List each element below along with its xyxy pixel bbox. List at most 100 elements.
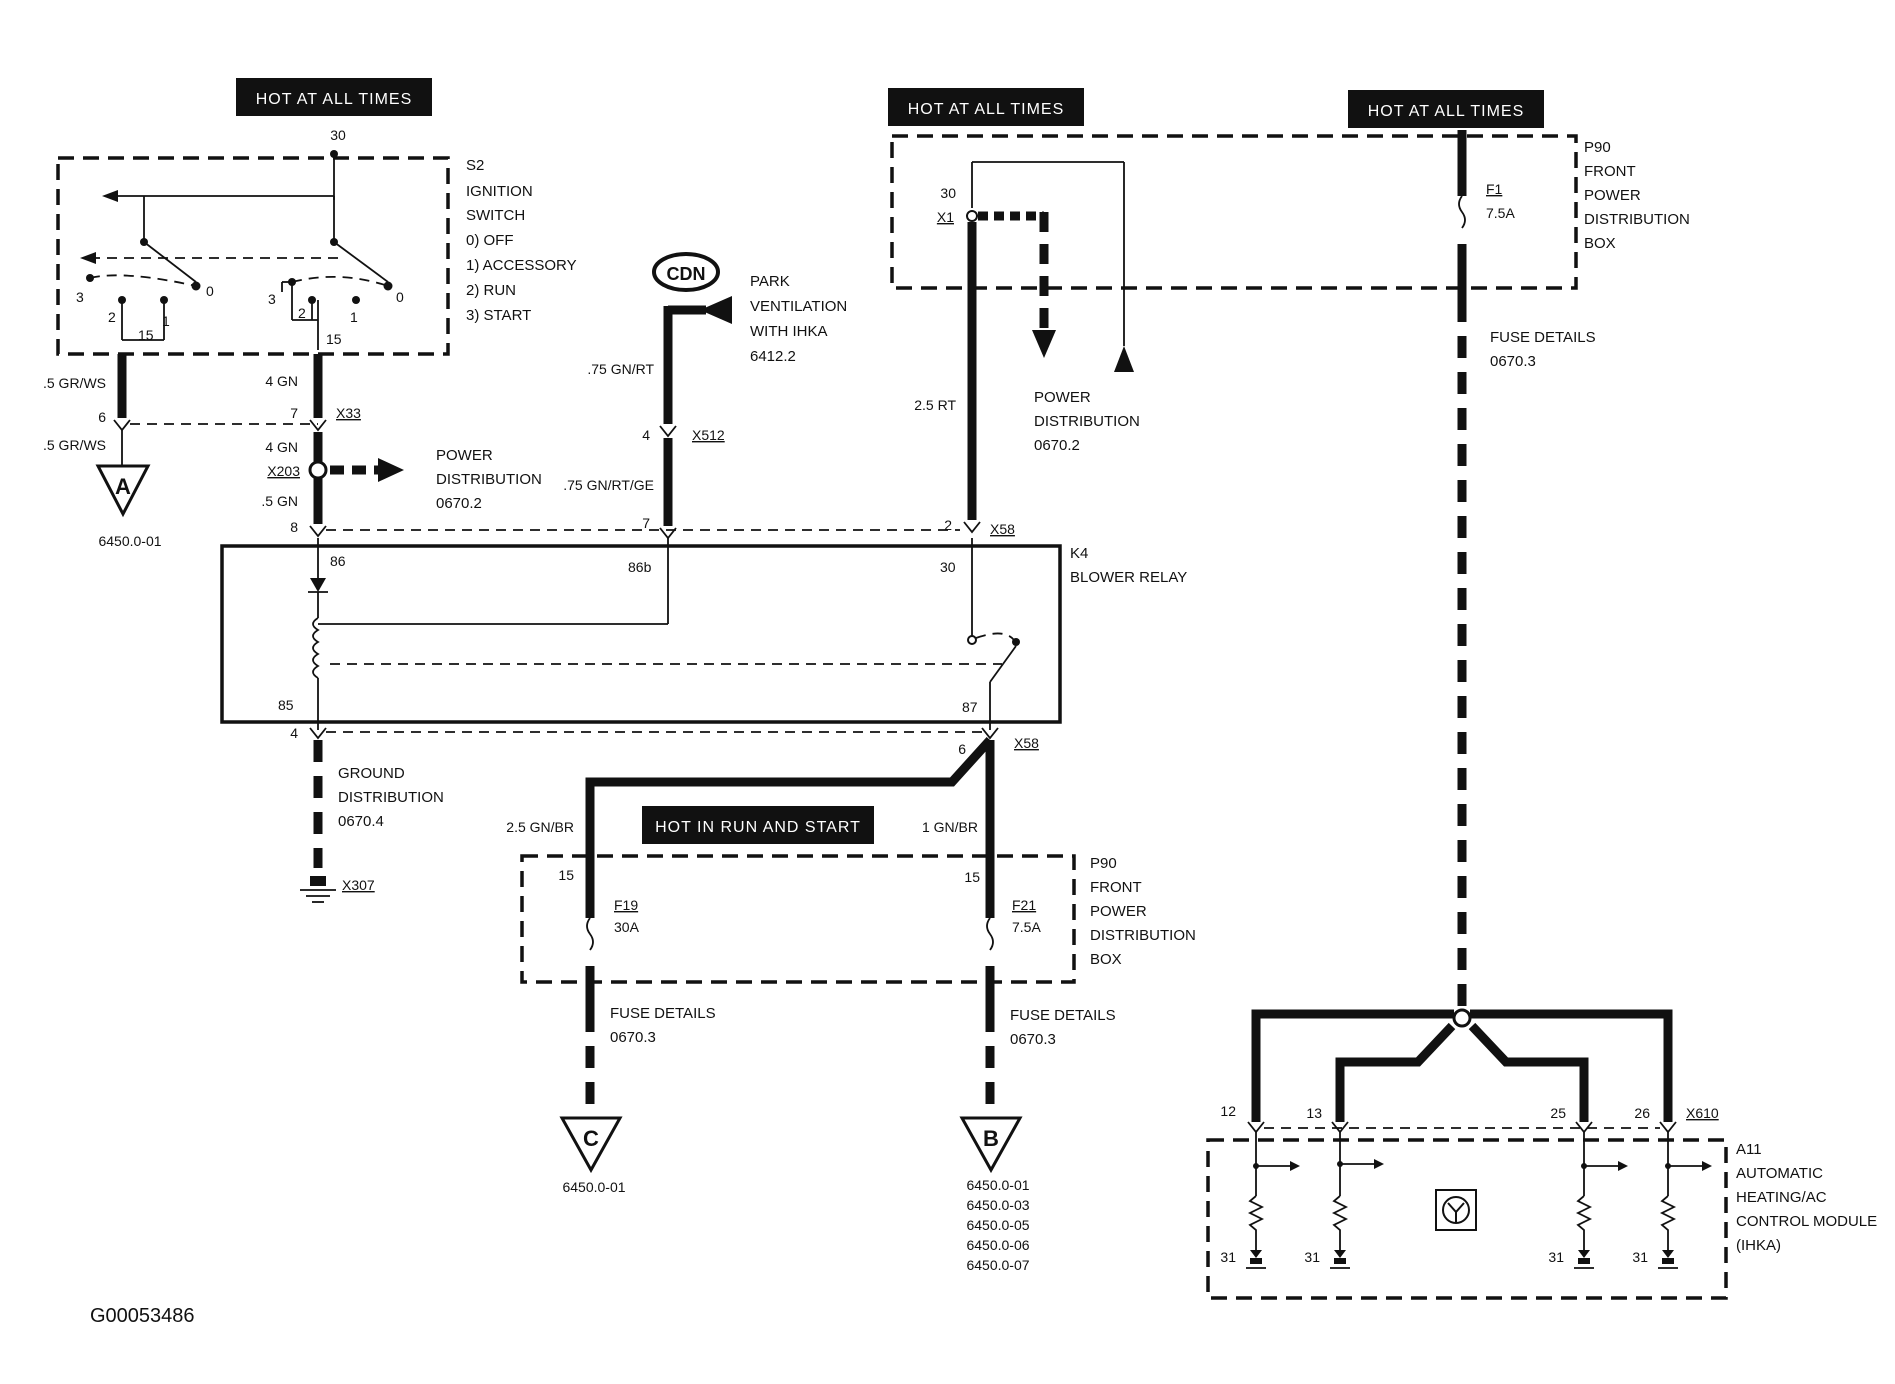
ignition-contact-15a: 15	[138, 327, 154, 343]
hot-label-box-run	[642, 806, 874, 844]
module-connector-x610: X610	[1686, 1105, 1719, 1121]
fuse-f19-rating: 30A	[614, 919, 640, 935]
module-label-3: CONTROL MODULE	[1736, 1213, 1877, 1230]
blower-relay-box	[220, 544, 1062, 724]
ground-dist-1: GROUND	[338, 765, 405, 782]
wire-label-075-gn-rt: .75 GN/RT	[587, 361, 654, 377]
module-label-4: (IHKA)	[1736, 1237, 1781, 1254]
relay-connector-x58: X58	[990, 521, 1015, 537]
fuse-f21: F21	[1012, 897, 1036, 913]
relay-bottom-x58: X58	[1014, 735, 1039, 751]
fuse-details-c-1: FUSE DETAILS	[610, 1005, 716, 1022]
module-label-1: AUTOMATIC	[1736, 1165, 1823, 1182]
top-p90: P90	[1584, 139, 1611, 156]
hot-label-2: HOT AT ALL TIMES	[908, 101, 1065, 118]
connector-b-ref-1: 6450.0-01	[966, 1177, 1029, 1193]
pin-8-relay: 8	[290, 519, 298, 535]
ignition-pos-3: 3) START	[466, 307, 531, 324]
relay-pin-86: 86	[330, 553, 346, 569]
fuse-f1: F1	[1486, 181, 1503, 197]
connector-b-ref-3: 6450.0-05	[966, 1217, 1029, 1233]
ignition-pos-0: 0) OFF	[466, 232, 514, 249]
lower-pin-15a: 15	[558, 867, 574, 883]
solid-state-icon	[1435, 1189, 1477, 1231]
relay-bottom-pin-4: 4	[290, 725, 298, 741]
lower-pin-15b: 15	[964, 869, 980, 885]
wire-label-05gn: .5 GN	[261, 493, 298, 509]
module-ground-31-3: 31	[1548, 1249, 1564, 1265]
lower-p90: P90	[1090, 855, 1117, 872]
module-ground-31-4: 31	[1632, 1249, 1648, 1265]
connector-x33: X33	[336, 405, 361, 421]
ignition-contact-15b: 15	[326, 331, 342, 347]
ignition-contact-3a: 3	[76, 289, 84, 305]
ground-x307: X307	[342, 877, 375, 893]
park-vent-1: PARK	[750, 273, 790, 290]
connector-x512: X512	[692, 427, 725, 443]
module-a11: A11	[1736, 1141, 1762, 1158]
connector-c-letter: C	[583, 1126, 599, 1151]
hot-label-box-3	[1348, 90, 1544, 128]
module-branch-12	[1246, 1132, 1300, 1269]
lower-front: FRONT	[1090, 879, 1142, 896]
connector-x203: X203	[267, 463, 300, 479]
ignition-contact-1b: 1	[350, 309, 358, 325]
ignition-contact-0a: 0	[206, 283, 214, 299]
diagram-code: G00053486	[90, 1305, 195, 1327]
top-front: FRONT	[1584, 163, 1636, 180]
ignition-switch-box	[56, 156, 450, 356]
front-power-box-top	[890, 134, 1578, 290]
hot-label-box-2	[888, 88, 1084, 126]
module-pin-25: 25	[1550, 1105, 1566, 1121]
cdn-badge: CDN	[667, 264, 706, 284]
ignition-contact-2b: 2	[298, 305, 306, 321]
wire-label-4gn-2: 4 GN	[265, 439, 298, 455]
hot-label-1: HOT AT ALL TIMES	[256, 91, 413, 108]
wire-label-gr-ws-2: .5 GR/WS	[43, 437, 106, 453]
ignition-title-1: IGNITION	[466, 183, 533, 200]
ignition-contact-3b: 3	[268, 291, 276, 307]
front-power-box-lower	[520, 854, 1076, 984]
connector-b-ref-2: 6450.0-03	[966, 1197, 1029, 1213]
wire-label-gr-ws-1: .5 GR/WS	[43, 375, 106, 391]
ground-dist-2: DISTRIBUTION	[338, 789, 444, 806]
hot-label-run: HOT IN RUN AND START	[655, 819, 861, 836]
power-dist-left-2: DISTRIBUTION	[436, 471, 542, 488]
ignition-title-2: SWITCH	[466, 207, 525, 224]
wire-label-1-gn-br: 1 GN/BR	[922, 819, 978, 835]
fuse-details-c-2: 0670.3	[610, 1029, 656, 1046]
module-ground-31-2: 31	[1304, 1249, 1320, 1265]
ignition-pin-30: 30	[330, 127, 346, 143]
fuse-f21-rating: 7.5A	[1012, 919, 1041, 935]
relay-pin-85: 85	[278, 697, 294, 713]
power-dist-left-3: 0670.2	[436, 495, 482, 512]
lower-dist: DISTRIBUTION	[1090, 927, 1196, 944]
ground-dist-3: 0670.4	[338, 813, 384, 830]
connector-b-ref-4: 6450.0-06	[966, 1237, 1029, 1253]
fuse-details-top-1: FUSE DETAILS	[1490, 329, 1596, 346]
power-dist-left-1: POWER	[436, 447, 493, 464]
power-dist-top-1: POWER	[1034, 389, 1091, 406]
fuse-details-b-1: FUSE DETAILS	[1010, 1007, 1116, 1024]
module-branch-25	[1574, 1132, 1628, 1269]
module-pin-12: 12	[1220, 1103, 1236, 1119]
connector-c-ref: 6450.0-01	[562, 1179, 625, 1195]
relay-pin-30: 30	[940, 559, 956, 575]
relay-pin-87: 87	[962, 699, 978, 715]
connector-a-ref: 6450.0-01	[98, 533, 161, 549]
connector-a-letter: A	[115, 474, 131, 499]
fuse-details-top-2: 0670.3	[1490, 353, 1536, 370]
relay-bottom-pin-6: 6	[958, 741, 966, 757]
ignition-contact-1a: 1	[162, 313, 170, 329]
park-vent-2: VENTILATION	[750, 298, 847, 315]
lower-box: BOX	[1090, 951, 1122, 968]
wire-label-25rt: 2.5 RT	[914, 397, 956, 413]
lower-power: POWER	[1090, 903, 1147, 920]
module-pin-26: 26	[1634, 1105, 1650, 1121]
relay-pin-2: 2	[944, 517, 952, 533]
park-vent-3: WITH IHKA	[750, 323, 828, 340]
top-box: BOX	[1584, 235, 1616, 252]
hot-label-box-1	[236, 78, 432, 116]
wire-label-25-gn-br: 2.5 GN/BR	[506, 819, 574, 835]
ignition-contact-2a: 2	[108, 309, 116, 325]
